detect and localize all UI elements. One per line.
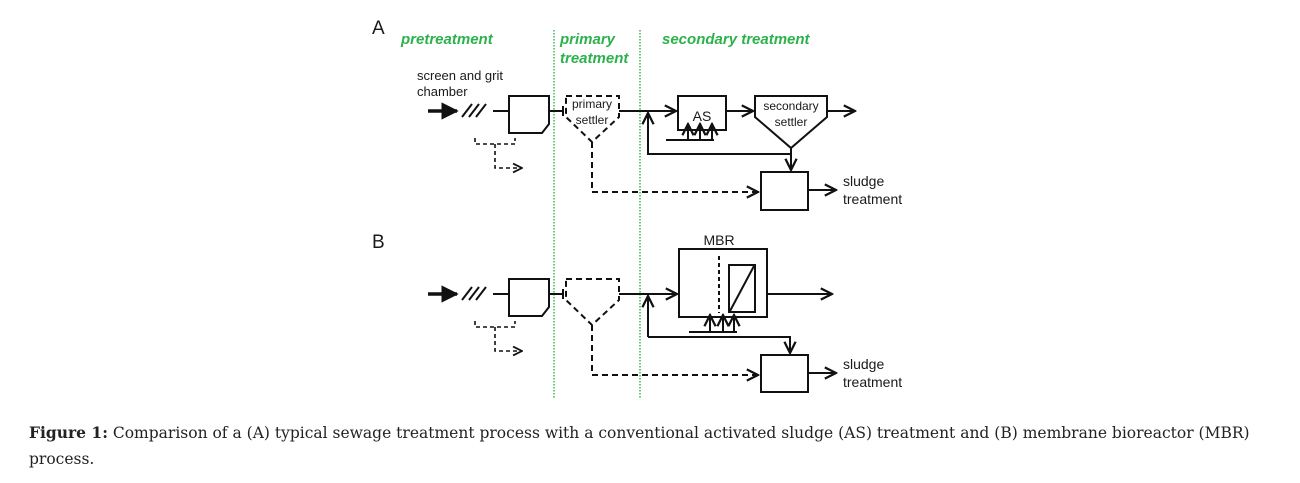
mbr-label: MBR (703, 232, 734, 248)
stage-pretreatment: pretreatment (400, 31, 494, 48)
grit-waste-line-b (474, 321, 522, 351)
aeration-arrows-a (666, 124, 714, 141)
panel-b-label: B (372, 232, 385, 253)
screen-hatch-icon-b (461, 286, 487, 301)
as-label: AS (693, 108, 712, 124)
grit-chamber (508, 95, 550, 134)
panel-b: B MBR sludge treatment (372, 232, 902, 393)
return-sludge-line-a (648, 113, 792, 155)
stage-secondary: secondary treatment (662, 31, 811, 48)
sludge-label-b-1: sludge (843, 356, 884, 372)
stage-primary-line1: primary (559, 31, 616, 48)
stage-primary-line2: treatment (560, 50, 629, 67)
mbr-tank (678, 248, 768, 318)
panel-a: A screen and grit chamber primary settle… (372, 18, 902, 211)
secondary-settler-label-1: secondary (763, 99, 818, 113)
panel-a-label: A (372, 18, 385, 39)
sludge-label-a-2: treatment (843, 191, 902, 207)
screen-grit-label-1: screen and grit (417, 68, 503, 83)
grit-chamber-b (508, 278, 550, 317)
sludge-treatment-box-b (760, 354, 809, 393)
caption-prefix: Figure 1: (29, 423, 108, 442)
aeration-arrows-b (689, 315, 737, 333)
primary-sludge-line (591, 142, 758, 192)
sludge-treatment-box-a (760, 171, 809, 211)
secondary-settler (754, 95, 828, 150)
primary-settler-label-1: primary (572, 97, 612, 111)
primary-sludge-line-b (591, 325, 758, 375)
primary-settler-label-2: settler (576, 113, 609, 127)
screen-grit-label-2: chamber (417, 84, 468, 99)
secondary-settler-label-2: settler (775, 115, 808, 129)
process-diagram: pretreatment primary treatment secondary… (372, 18, 902, 398)
sludge-label-b-2: treatment (843, 374, 902, 390)
screen-hatch-icon (461, 103, 487, 118)
primary-settler (565, 95, 620, 144)
sludge-label-a-1: sludge (843, 173, 884, 189)
membrane-module (728, 264, 756, 313)
figure-caption: Figure 1: Comparison of a (A) typical se… (29, 420, 1274, 472)
caption-text: Comparison of a (A) typical sewage treat… (29, 424, 1250, 468)
grit-waste-line (474, 138, 522, 168)
primary-settler-b (565, 278, 620, 327)
